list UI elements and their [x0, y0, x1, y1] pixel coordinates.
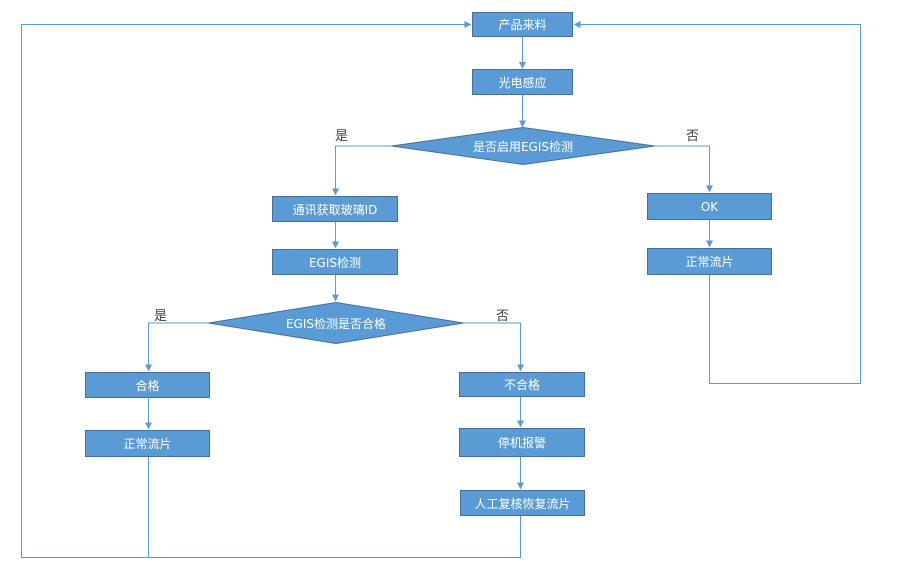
branch-label-pass-no: 否: [496, 309, 510, 324]
node-product-incoming: 产品来料: [472, 12, 573, 37]
node-unqualified: 不合格: [459, 372, 585, 397]
edge-decision1-yes: [332, 145, 392, 196]
decision-egis-pass-label: EGIS检测是否合格: [285, 316, 387, 331]
diamond-shape: [391, 127, 655, 165]
edge-product-to-photoelectric: [519, 37, 526, 69]
edge-photoelectric-to-decision1: [519, 95, 526, 128]
decision-egis-pass: EGIS检测是否合格: [208, 302, 464, 344]
node-egis-test: EGIS检测: [272, 249, 398, 275]
decision-enable-egis: 是否启用EGIS检测: [391, 127, 655, 165]
node-ok: OK: [647, 193, 772, 220]
edge-decision1-no: [654, 145, 713, 193]
node-qualified: 合格: [85, 372, 210, 398]
edge-stopalarm-to-manualreview: [517, 457, 524, 490]
edge-decision2-no: [463, 322, 524, 372]
edge-unqualified-to-stopalarm: [517, 397, 524, 428]
diamond-shape: [208, 302, 464, 344]
edge-left-return-loop: [21, 21, 521, 558]
branch-label-enable-yes: 是: [335, 129, 349, 144]
decision-enable-egis-label: 是否启用EGIS检测: [472, 139, 574, 154]
node-stop-alarm: 停机报警: [459, 428, 585, 457]
edge-qualified-to-normalflow: [145, 398, 152, 430]
branch-label-enable-no: 否: [686, 129, 700, 144]
node-manual-review-resume: 人工复核恢复流片: [460, 490, 585, 516]
edge-right-return-loop: [573, 21, 861, 384]
edge-comm-to-egistest: [332, 222, 339, 249]
edge-ok-to-normalflow: [706, 220, 713, 248]
edge-egistest-to-decision2: [332, 275, 339, 302]
node-photoelectric-sensor: 光电感应: [472, 69, 573, 95]
node-comm-get-glass-id: 通讯获取玻璃ID: [272, 196, 398, 222]
node-normal-flow-right: 正常流片: [647, 248, 772, 275]
node-normal-flow-left: 正常流片: [85, 430, 210, 457]
branch-label-pass-yes: 是: [154, 309, 168, 324]
edge-decision2-yes: [145, 322, 209, 372]
